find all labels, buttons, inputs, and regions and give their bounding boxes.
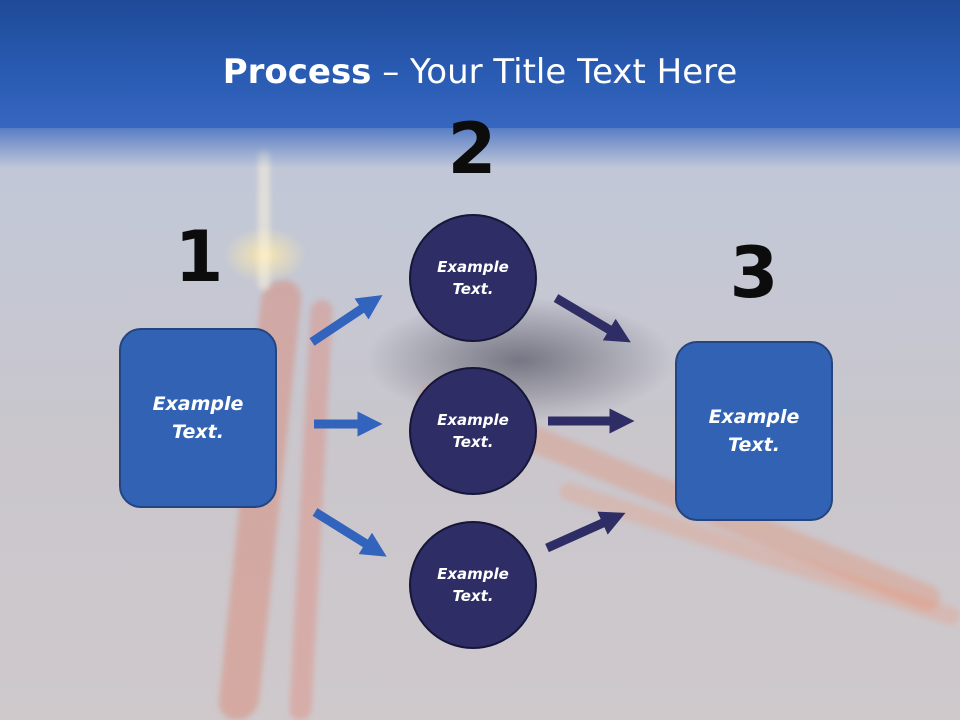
title-rest: – Your Title Text Here bbox=[371, 52, 738, 92]
step-1-box: Example Text. bbox=[119, 328, 277, 508]
step-2-circle-top: Example Text. bbox=[409, 214, 537, 342]
arrow-top-to-right bbox=[553, 294, 631, 343]
title-bold: Process bbox=[222, 52, 372, 92]
step-number-3: 3 bbox=[729, 232, 779, 314]
step-3-box: Example Text. bbox=[675, 341, 833, 521]
arrow-left-to-top bbox=[309, 295, 383, 346]
step-2-circle-bottom: Example Text. bbox=[409, 521, 537, 649]
light-streak bbox=[258, 150, 270, 290]
step-number-1: 1 bbox=[174, 216, 224, 298]
step-number-2: 2 bbox=[447, 108, 497, 190]
step-2-circle-middle: Example Text. bbox=[409, 367, 537, 495]
arrow-bottom-to-right bbox=[545, 511, 626, 553]
title-bar bbox=[0, 0, 960, 168]
slide-title: Process – Your Title Text Here bbox=[0, 52, 960, 92]
arrow-left-to-bottom bbox=[312, 508, 387, 557]
